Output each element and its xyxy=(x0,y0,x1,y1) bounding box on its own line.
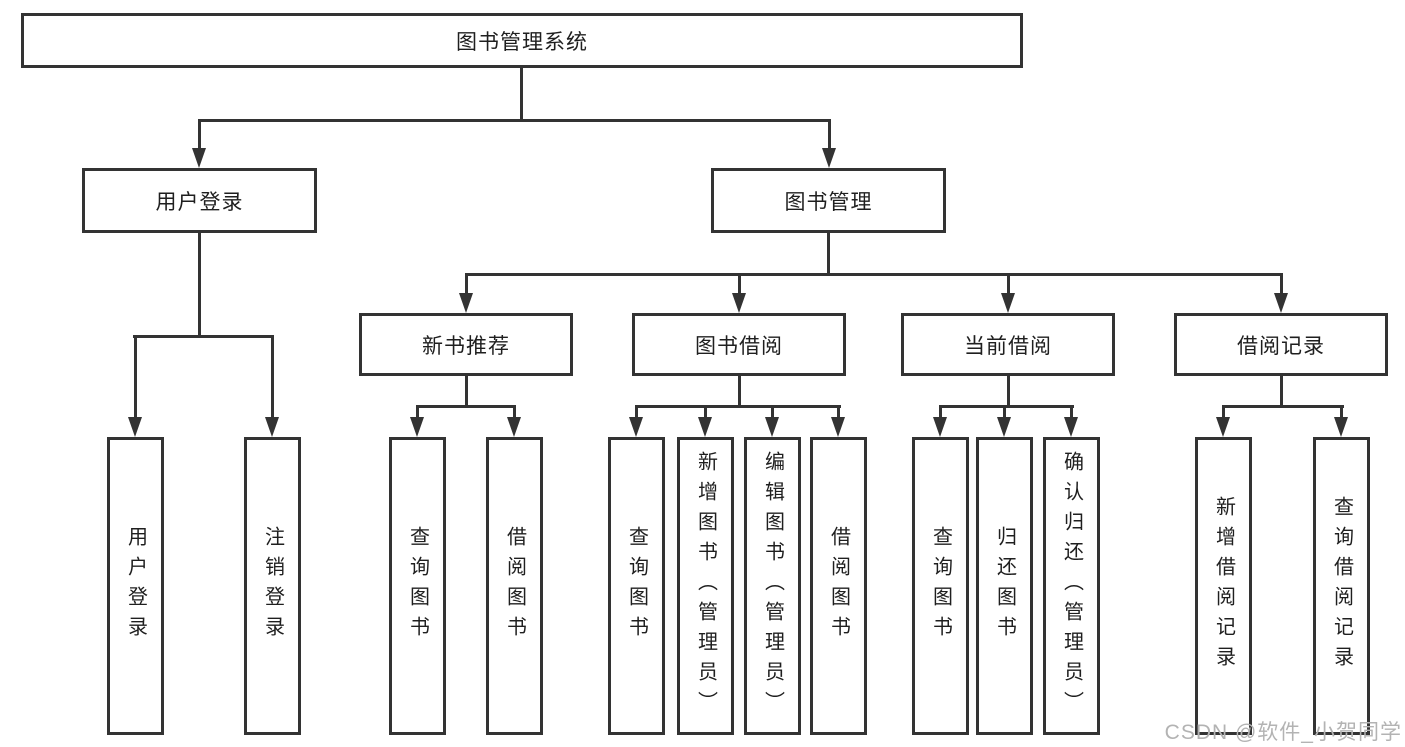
connector-line xyxy=(828,119,831,150)
connector-line xyxy=(465,273,468,295)
arrowhead xyxy=(933,417,947,437)
arrowhead xyxy=(997,417,1011,437)
connector-line xyxy=(198,233,201,335)
leaf-add-borrow-record: 新增借阅记录 xyxy=(1195,437,1252,735)
arrowhead xyxy=(265,417,279,437)
leaf-add-book-admin: 新增图书（管理员） xyxy=(677,437,734,735)
node-borrow-records: 借阅记录 xyxy=(1174,313,1388,376)
node-user-login-label: 用户登录 xyxy=(155,190,244,214)
leaf-query-books-recommend-label: 查询图书 xyxy=(406,526,429,646)
leaf-confirm-return-admin: 确认归还（管理员） xyxy=(1043,437,1100,735)
leaf-edit-book-admin: 编辑图书（管理员） xyxy=(744,437,801,735)
connector-line xyxy=(635,405,841,408)
node-new-book-recommend: 新书推荐 xyxy=(359,313,573,376)
arrowhead xyxy=(822,148,836,168)
connector-line xyxy=(520,68,523,119)
connector-line xyxy=(465,273,1282,276)
arrowhead xyxy=(765,417,779,437)
connector-line xyxy=(1280,273,1283,295)
connector-line xyxy=(704,405,707,419)
arrowhead xyxy=(459,293,473,313)
arrowhead xyxy=(732,293,746,313)
leaf-edit-book-admin-label: 编辑图书（管理员） xyxy=(761,451,784,721)
connector-line xyxy=(939,405,1074,408)
arrowhead xyxy=(831,417,845,437)
node-user-login: 用户登录 xyxy=(82,168,317,233)
connector-line xyxy=(198,119,201,150)
connector-line xyxy=(1003,405,1006,419)
leaf-borrow-books-recommend: 借阅图书 xyxy=(486,437,543,735)
node-book-management: 图书管理 xyxy=(711,168,946,233)
arrowhead xyxy=(1334,417,1348,437)
node-current-borrow: 当前借阅 xyxy=(901,313,1115,376)
connector-line xyxy=(827,233,830,273)
leaf-borrow-books-label: 借阅图书 xyxy=(827,526,850,646)
arrowhead xyxy=(1274,293,1288,313)
node-root-label: 图书管理系统 xyxy=(456,30,588,54)
leaf-borrow-books-recommend-label: 借阅图书 xyxy=(503,526,526,646)
arrowhead xyxy=(507,417,521,437)
connector-line xyxy=(416,405,516,408)
watermark: CSDN @软件_小贺同学 xyxy=(1164,721,1402,744)
node-new-book-recommend-label: 新书推荐 xyxy=(422,334,510,358)
arrowhead xyxy=(1216,417,1230,437)
leaf-query-books-current-label: 查询图书 xyxy=(929,526,952,646)
connector-line xyxy=(513,405,516,419)
node-book-borrow: 图书借阅 xyxy=(632,313,846,376)
connector-line xyxy=(738,376,741,406)
arrowhead xyxy=(629,417,643,437)
node-book-borrow-label: 图书借阅 xyxy=(695,334,783,358)
connector-line xyxy=(1280,376,1283,406)
arrowhead xyxy=(192,148,206,168)
leaf-logout: 注销登录 xyxy=(244,437,301,735)
connector-line xyxy=(198,119,831,122)
leaf-user-login: 用户登录 xyxy=(107,437,164,735)
arrowhead xyxy=(410,417,424,437)
connector-line xyxy=(1007,273,1010,295)
connector-line xyxy=(465,376,468,406)
leaf-query-borrow-record: 查询借阅记录 xyxy=(1313,437,1370,735)
node-book-management-label: 图书管理 xyxy=(784,190,873,214)
leaf-query-books-recommend: 查询图书 xyxy=(389,437,446,735)
node-current-borrow-label: 当前借阅 xyxy=(964,334,1052,358)
leaf-user-login-label: 用户登录 xyxy=(124,526,147,646)
connector-line xyxy=(837,405,840,419)
connector-line xyxy=(1222,405,1225,419)
leaf-query-borrow-record-label: 查询借阅记录 xyxy=(1330,496,1353,676)
connector-line xyxy=(416,405,419,419)
leaf-confirm-return-admin-label: 确认归还（管理员） xyxy=(1060,451,1083,721)
connector-line xyxy=(133,335,274,338)
leaf-add-borrow-record-label: 新增借阅记录 xyxy=(1212,496,1235,676)
leaf-return-book-label: 归还图书 xyxy=(993,526,1016,646)
connector-line xyxy=(939,405,942,419)
arrowhead xyxy=(698,417,712,437)
node-root: 图书管理系统 xyxy=(21,13,1023,68)
leaf-borrow-books: 借阅图书 xyxy=(810,437,867,735)
node-borrow-records-label: 借阅记录 xyxy=(1237,334,1325,358)
arrowhead xyxy=(128,417,142,437)
arrowhead xyxy=(1064,417,1078,437)
arrowhead xyxy=(1001,293,1015,313)
connector-line xyxy=(1070,405,1073,419)
leaf-return-book: 归还图书 xyxy=(976,437,1033,735)
leaf-query-books-current: 查询图书 xyxy=(912,437,969,735)
leaf-query-books-borrow: 查询图书 xyxy=(608,437,665,735)
leaf-add-book-admin-label: 新增图书（管理员） xyxy=(694,451,717,721)
leaf-query-books-borrow-label: 查询图书 xyxy=(625,526,648,646)
connector-line xyxy=(635,405,638,419)
connector-line xyxy=(1007,376,1010,406)
connector-line xyxy=(771,405,774,419)
leaf-logout-label: 注销登录 xyxy=(261,526,284,646)
connector-line xyxy=(1222,405,1344,408)
connector-line xyxy=(134,335,137,419)
connector-line xyxy=(271,335,274,419)
connector-line xyxy=(738,273,741,295)
connector-line xyxy=(1340,405,1343,419)
